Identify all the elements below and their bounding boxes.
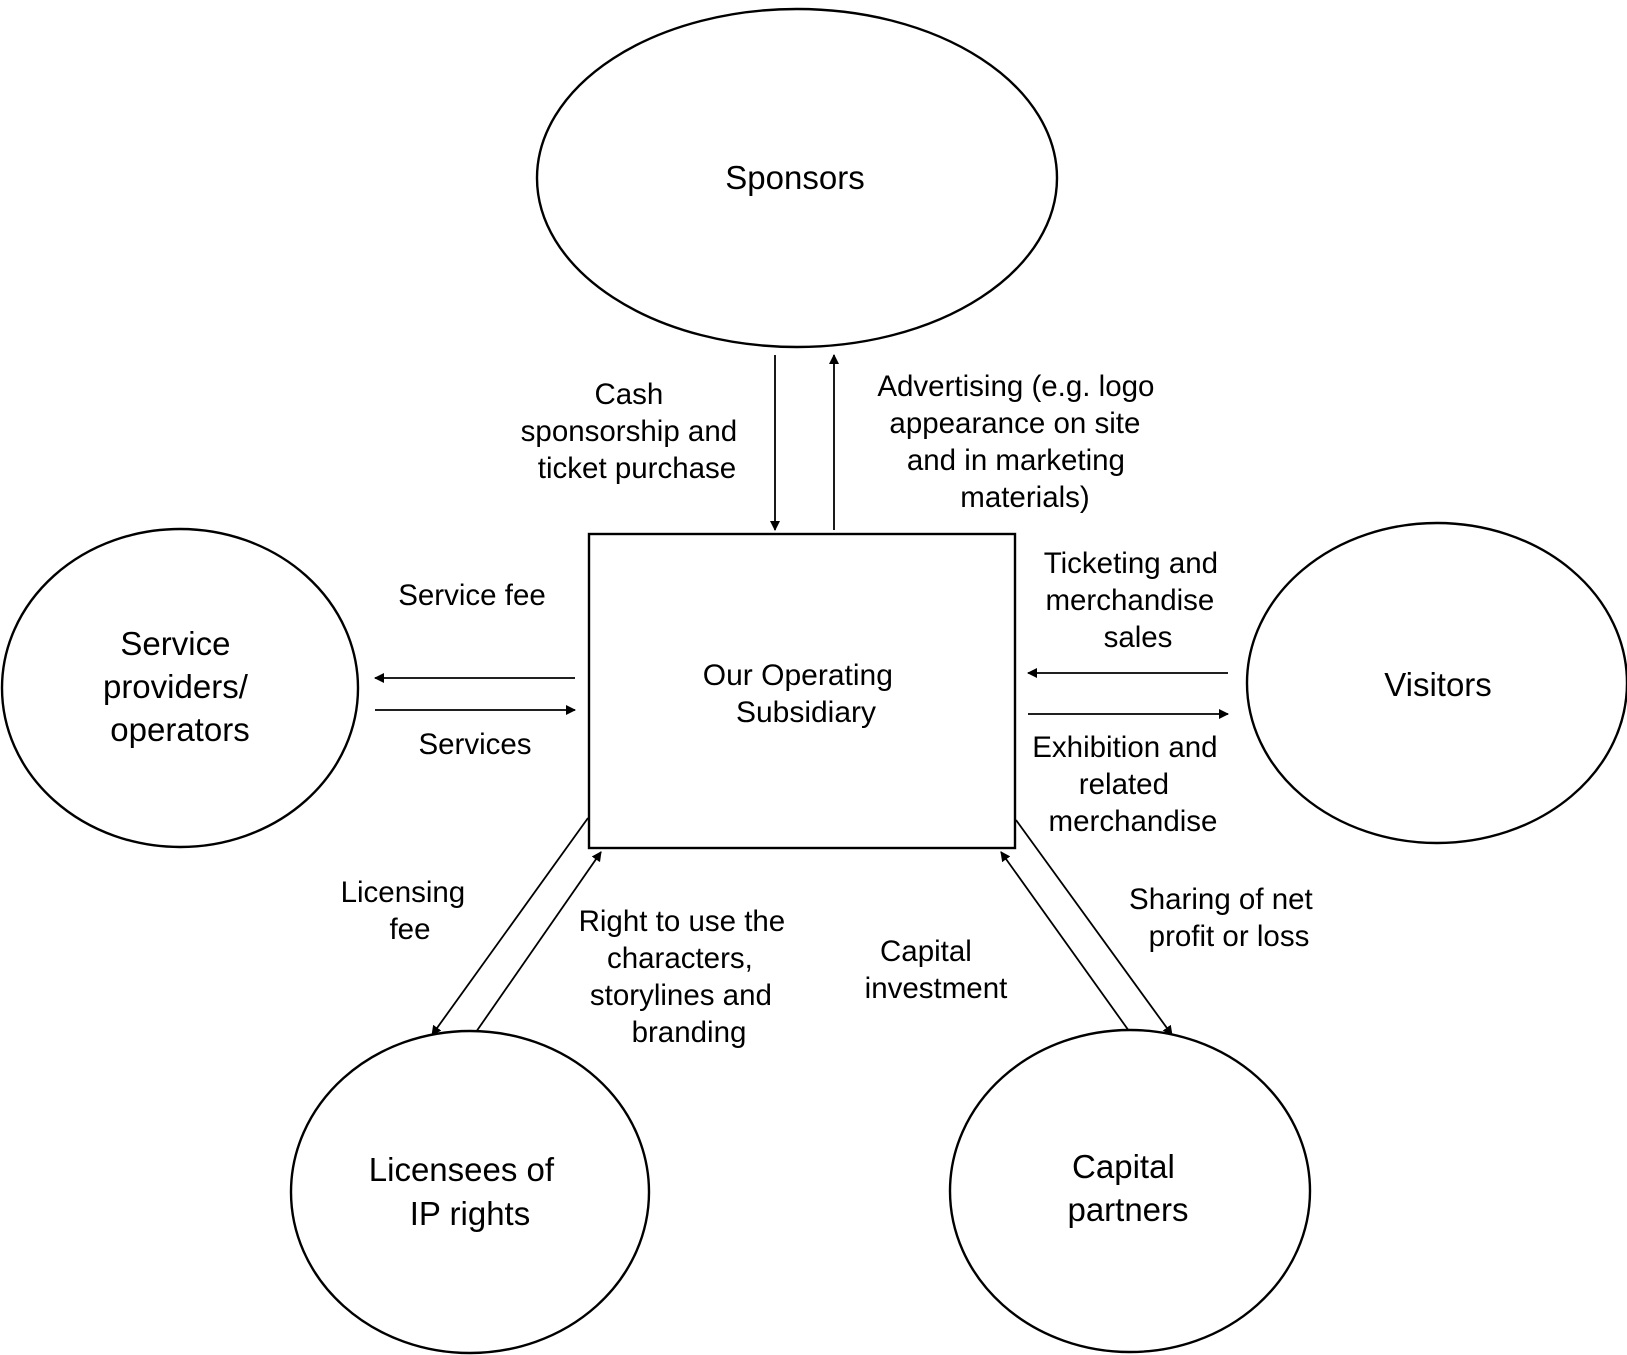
sponsors-label: Sponsors: [725, 159, 864, 196]
ticketing-label: Ticketing and merchandise sales: [1044, 547, 1227, 654]
licensees-ellipse: [289, 1029, 651, 1355]
sponsors-node: Sponsors: [535, 7, 1059, 349]
operating-subsidiary-box: [587, 532, 1017, 850]
right-to-use-label: Right to use the characters, storylines …: [579, 905, 794, 1049]
exhibition-label: Exhibition and related merchandise: [1032, 731, 1226, 838]
capital-investment-label: Capital investment: [865, 935, 1008, 1005]
arrow-right-to-use: [475, 851, 602, 1033]
flow-arrows: [374, 354, 1229, 1036]
licensing-fee-label: Licensing fee: [341, 876, 474, 946]
arrow-capital-investment: [1000, 851, 1130, 1032]
visitors-ellipse: [1245, 521, 1627, 845]
service-providers-label: Service providers/ operators: [103, 625, 257, 748]
capital-partners-node: Capital partners: [948, 1028, 1312, 1354]
arrow-profit-sharing: [1015, 819, 1173, 1036]
operating-subsidiary-label: Our Operating Subsidiary: [703, 659, 901, 729]
center-box-group: Our Operating Subsidiary: [587, 532, 1017, 850]
flow-labels: Cash sponsorship and ticket purchase Adv…: [341, 370, 1321, 1049]
sponsors-ellipse: [535, 7, 1059, 349]
service-providers-ellipse: [0, 527, 360, 849]
licensees-label: Licensees of IP rights: [369, 1151, 563, 1232]
arrow-licensing-fee: [431, 817, 589, 1036]
licensees-node: Licensees of IP rights: [289, 1029, 651, 1355]
visitors-node: Visitors: [1245, 521, 1627, 845]
advertising-label: Advertising (e.g. logo appearance on sit…: [877, 370, 1162, 514]
services-label: Services: [418, 728, 531, 761]
service-providers-node: Service providers/ operators: [0, 527, 360, 849]
profit-sharing-label: Sharing of net profit or loss: [1129, 883, 1321, 953]
capital-partners-ellipse: [948, 1028, 1312, 1354]
cash-sponsorship-label: Cash sponsorship and ticket purchase: [521, 378, 746, 485]
service-fee-label: Service fee: [398, 579, 546, 612]
visitors-label: Visitors: [1384, 666, 1492, 703]
capital-partners-label: Capital partners: [1067, 1148, 1188, 1228]
